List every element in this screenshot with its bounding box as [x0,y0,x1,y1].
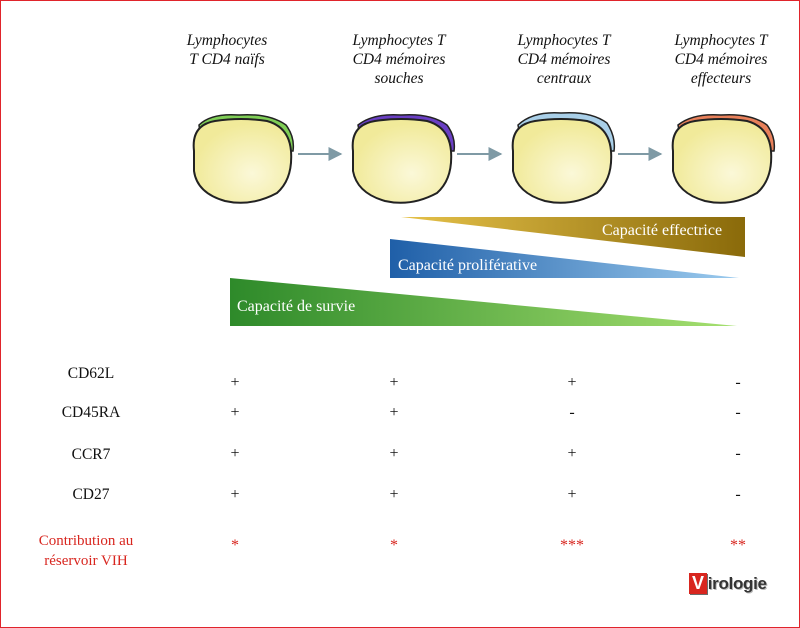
wedge-effector-capacity [401,217,745,257]
contribution-central: *** [560,537,584,554]
contribution-naive: * [231,537,239,554]
cd62l-effector: - [735,374,741,391]
label-effector-capacity: Capacité effectrice [602,222,723,239]
title-stem-memory: Lymphocytes T CD4 mémoires souches [352,32,446,87]
cell-naive [192,113,295,204]
ccr7-central: + [567,445,577,462]
marker-ccr7: CCR7 [71,446,111,463]
label-proliferative-capacity: Capacité proliférative [398,257,538,274]
title-naive: Lymphocytes T CD4 naïfs [186,32,268,68]
cell-stem-memory [351,113,456,204]
wedge-survival-capacity [230,278,737,326]
contribution-effector: ** [730,537,746,554]
cd45ra-central: - [569,404,575,421]
cd45ra-stem: + [389,404,399,421]
marker-cd27: CD27 [72,486,110,503]
cd45ra-naive: + [230,404,240,421]
contribution-stem: * [390,537,398,554]
cd62l-stem: + [389,374,399,391]
cell-effector-memory [671,113,776,204]
ccr7-stem: + [389,445,399,462]
cd27-naive: + [230,486,240,503]
marker-cd62l: CD62L [67,365,115,382]
capacity-wedges [230,217,745,326]
cd45ra-effector: - [735,404,741,421]
title-central-memory: Lymphocytes T CD4 mémoires centraux [517,32,611,87]
cell-central-memory [511,111,616,204]
cell-sequence [192,111,776,204]
title-effector-memory: Lymphocytes T CD4 mémoires effecteurs [674,32,768,87]
marker-cd45ra: CD45RA [61,404,121,421]
label-survival-capacity: Capacité de survie [237,298,356,315]
cd27-effector: - [735,486,741,503]
ccr7-effector: - [735,445,741,462]
cd62l-central: + [567,374,577,391]
cd27-central: + [567,486,577,503]
contribution-label: Contribution au réservoir VIH [38,533,134,569]
ccr7-naive: + [230,445,240,462]
wedge-proliferative-capacity [390,239,739,278]
cd62l-naive: + [230,374,240,391]
cd27-stem: + [389,486,399,503]
